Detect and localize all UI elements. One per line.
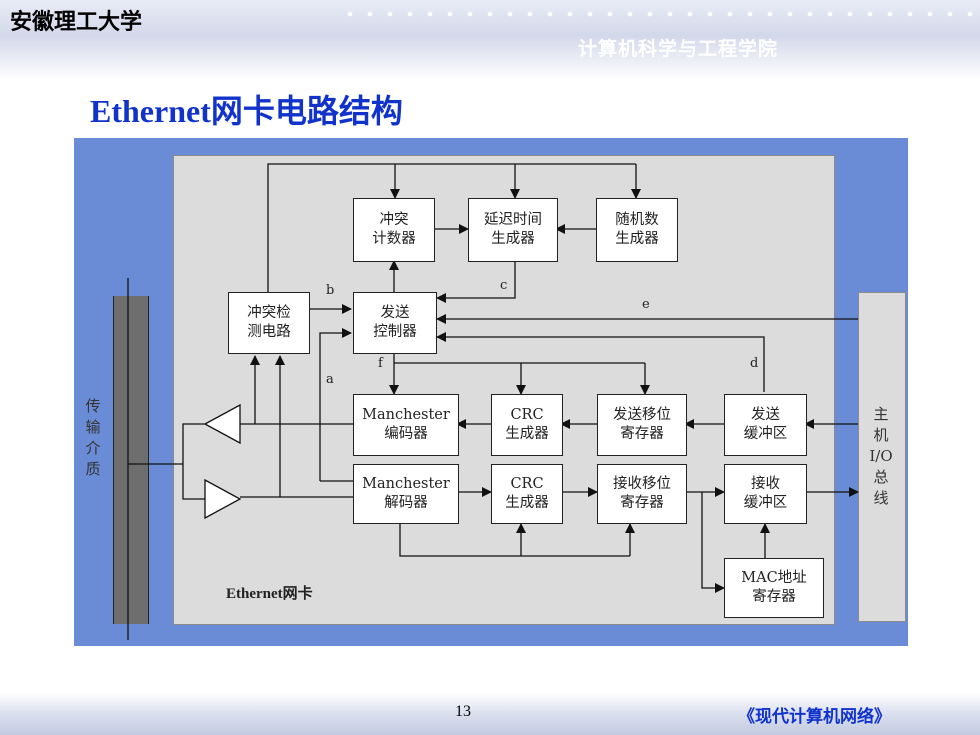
- host-bus-label-char: 主: [873, 405, 889, 423]
- box-crc-rx: CRC 生成器: [491, 464, 563, 524]
- host-io-bus: [858, 292, 906, 622]
- header-dot-pattern: [340, 9, 980, 19]
- box-collision-detect: 冲突检 测电路: [228, 292, 310, 354]
- department-name: 计算机科学与工程学院: [578, 38, 779, 60]
- host-bus-label: 主 机 I/O 总 线: [864, 404, 898, 509]
- signal-label-c: c: [500, 278, 508, 293]
- page-number: 13: [455, 703, 471, 720]
- box-tx-shift-register: 发送移位 寄存器: [597, 394, 687, 456]
- box-line: 解码器: [384, 495, 428, 511]
- medium-label: 传 输 介 质: [82, 396, 104, 480]
- slide-title: Ethernet网卡电路结构: [90, 93, 403, 129]
- box-line: CRC: [510, 476, 544, 492]
- medium-label-char: 介: [85, 439, 101, 457]
- medium-label-char: 输: [85, 418, 101, 436]
- box-line: 发送: [380, 305, 410, 321]
- box-line: 缓冲区: [743, 495, 788, 511]
- box-line: 寄存器: [752, 589, 796, 605]
- box-line: 发送: [751, 407, 780, 423]
- box-line: MAC地址: [741, 570, 807, 586]
- box-send-controller: 发送 控制器: [353, 292, 437, 354]
- arrow-shift-mac: [701, 492, 725, 593]
- box-tx-buffer: 发送 缓冲区: [724, 394, 807, 456]
- arrow-d: [436, 332, 765, 392]
- footer-bar: [0, 693, 980, 735]
- box-line: 生成器: [491, 231, 535, 247]
- box-collision-counter: 冲突 计数器: [353, 198, 435, 262]
- signal-label-e: e: [642, 297, 650, 312]
- rx-receiver-triangle: [204, 478, 242, 520]
- box-line: 控制器: [373, 324, 417, 340]
- box-line: 冲突: [379, 212, 409, 228]
- box-line: 生成器: [505, 495, 549, 511]
- box-crc-tx: CRC 生成器: [491, 394, 563, 456]
- transmission-medium: [113, 296, 149, 624]
- arrow-c: [436, 260, 516, 303]
- host-bus-label-char: I/O: [869, 447, 893, 465]
- host-bus-label-char: 机: [873, 426, 889, 444]
- box-rx-shift-register: 接收移位 寄存器: [597, 464, 687, 524]
- school-name: 安徽理工大学: [10, 10, 143, 35]
- box-line: 寄存器: [620, 495, 664, 511]
- box-line: 测电路: [247, 324, 291, 340]
- box-manchester-decoder: Manchester 解码器: [353, 464, 459, 524]
- box-line: Manchester: [362, 476, 450, 492]
- driver-junction: [182, 423, 205, 500]
- collision-top-bus: [267, 163, 636, 292]
- box-line: CRC: [510, 407, 544, 423]
- decoder-bottom-bus: [399, 522, 630, 557]
- box-line: 接收移位: [613, 476, 671, 492]
- box-rx-buffer: 接收 缓冲区: [724, 464, 807, 524]
- box-line: 发送移位: [613, 407, 671, 423]
- box-line: 生成器: [615, 231, 659, 247]
- box-line: Manchester: [362, 407, 450, 423]
- box-line: 接收: [751, 476, 780, 492]
- medium-label-char: 传: [85, 397, 101, 415]
- box-line: 计数器: [372, 231, 416, 247]
- box-line: 冲突检: [247, 305, 291, 321]
- box-line: 生成器: [505, 426, 549, 442]
- host-bus-label-char: 线: [873, 489, 889, 507]
- signal-label-d: d: [750, 356, 759, 371]
- box-random-generator: 随机数 生成器: [596, 198, 678, 262]
- arrow-a: [319, 328, 352, 481]
- tx-driver-triangle: [203, 403, 241, 445]
- box-mac-register: MAC地址 寄存器: [724, 558, 824, 618]
- signal-label-f: f: [378, 356, 383, 371]
- signal-label-a: a: [326, 372, 334, 387]
- medium-label-char: 质: [85, 460, 101, 478]
- box-line: 缓冲区: [743, 426, 788, 442]
- box-line: 寄存器: [620, 426, 664, 442]
- signal-label-b: b: [326, 283, 335, 298]
- box-line: 延迟时间: [484, 212, 542, 228]
- box-delay-generator: 延迟时间 生成器: [468, 198, 558, 262]
- host-bus-label-char: 总: [873, 468, 889, 486]
- header-bar: [0, 0, 980, 80]
- nic-label: Ethernet网卡: [226, 586, 313, 602]
- box-manchester-encoder: Manchester 编码器: [353, 394, 459, 456]
- book-title: 《现代计算机网络》: [738, 707, 891, 727]
- box-line: 随机数: [615, 212, 659, 228]
- box-line: 编码器: [384, 426, 428, 442]
